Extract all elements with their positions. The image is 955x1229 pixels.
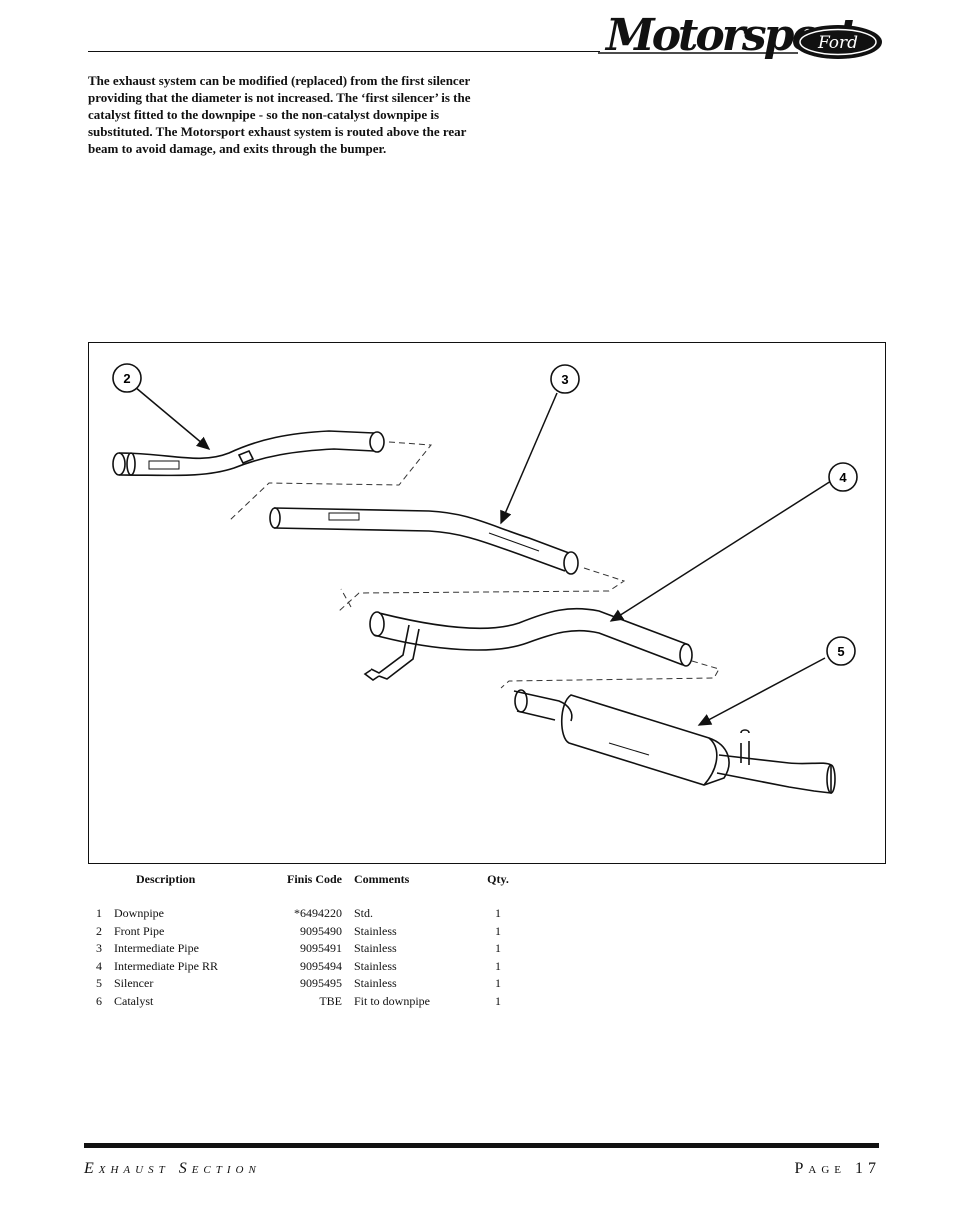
- intermediate-pipe-drawing: [269, 507, 579, 575]
- row-no: 1: [96, 906, 102, 920]
- row-code: 9095490: [300, 923, 342, 938]
- header-finis-code: Finis Code: [286, 872, 342, 886]
- row-qty: 1: [495, 923, 501, 938]
- header-qty: Qty.: [487, 872, 509, 886]
- exhaust-diagram-drawing: 2 3 4 5: [112, 363, 858, 794]
- row-code: TBE: [319, 993, 342, 1008]
- row-code: 9095491: [300, 941, 342, 955]
- row-description: Intermediate Pipe RR: [114, 958, 218, 973]
- intro-paragraph: The exhaust system can be modified (repl…: [88, 73, 471, 156]
- row-comments: Stainless: [354, 958, 397, 973]
- row-qty: 1: [495, 976, 501, 990]
- callout-5: 5: [826, 636, 856, 666]
- row-comments: Fit to downpipe: [354, 993, 431, 1008]
- row-no: 3: [96, 941, 102, 955]
- footer-page-number: Page 17: [794, 1160, 881, 1177]
- header-comments: Comments: [354, 872, 410, 886]
- exhaust-diagram: 2 3 4 5: [88, 342, 886, 864]
- callout-5-label: 5: [837, 644, 844, 659]
- table-row: 5 Silencer 9095495 Stainless 1: [82, 976, 524, 994]
- front-pipe-drawing: [112, 430, 385, 477]
- row-qty: 1: [495, 906, 501, 920]
- row-code: 9095495: [300, 976, 342, 990]
- row-comments: Stainless: [354, 923, 397, 938]
- row-comments: Stainless: [354, 941, 397, 955]
- silencer-drawing: [513, 689, 836, 794]
- row-no: 4: [96, 958, 102, 973]
- callout-3-label: 3: [561, 372, 568, 387]
- parts-table-header: Description Finis Code Comments Qty.: [82, 872, 524, 906]
- callout-4-label: 4: [839, 470, 847, 485]
- callout-3: 3: [550, 364, 580, 394]
- parts-table: Description Finis Code Comments Qty. 1 D…: [82, 872, 524, 1011]
- row-description: Intermediate Pipe: [114, 941, 199, 955]
- table-row: 2 Front Pipe 9095490 Stainless 1: [82, 924, 524, 942]
- callout-2: 2: [112, 363, 142, 393]
- row-description: Catalyst: [114, 993, 154, 1008]
- intermediate-pipe-dashed-guide: [338, 567, 626, 612]
- footer-rule: [84, 1143, 879, 1148]
- callout-arrows: [134, 386, 832, 726]
- row-description: Front Pipe: [114, 923, 165, 938]
- row-no: 6: [96, 993, 102, 1008]
- callout-4: 4: [828, 462, 858, 492]
- row-description: Silencer: [114, 976, 154, 990]
- table-row: 3 Intermediate Pipe 9095491 Stainless 1: [82, 941, 524, 959]
- row-qty: 1: [495, 941, 501, 955]
- intermediate-pipe-rr-drawing: [363, 607, 693, 681]
- header-no: [82, 872, 108, 906]
- row-qty: 1: [495, 993, 501, 1008]
- row-no: 2: [96, 923, 102, 938]
- row-comments: Std.: [354, 906, 374, 920]
- row-code: 9095494: [300, 958, 342, 973]
- table-row: 4 Intermediate Pipe RR 9095494 Stainless…: [82, 959, 524, 977]
- header-description: Description: [136, 872, 196, 886]
- intermediate-pipe-rr-dashed-guide: [500, 660, 720, 689]
- ford-logo-text: Ford: [817, 33, 858, 53]
- table-row: 6 Catalyst TBE Fit to downpipe 1: [82, 994, 524, 1012]
- header-rule: [88, 51, 600, 52]
- row-description: Downpipe: [114, 906, 164, 920]
- brand-header: Motorsport Ford: [598, 8, 898, 70]
- callout-2-label: 2: [123, 371, 130, 386]
- footer-section-title: Exhaust Section: [84, 1160, 261, 1177]
- row-no: 5: [96, 976, 102, 990]
- row-qty: 1: [495, 958, 501, 973]
- table-row: 1 Downpipe *6494220 Std. 1: [82, 906, 524, 924]
- row-code: *6494220: [294, 906, 342, 920]
- ford-logo-icon: Ford: [598, 25, 882, 59]
- front-pipe-dashed-guide: [228, 441, 432, 522]
- row-comments: Stainless: [354, 976, 397, 990]
